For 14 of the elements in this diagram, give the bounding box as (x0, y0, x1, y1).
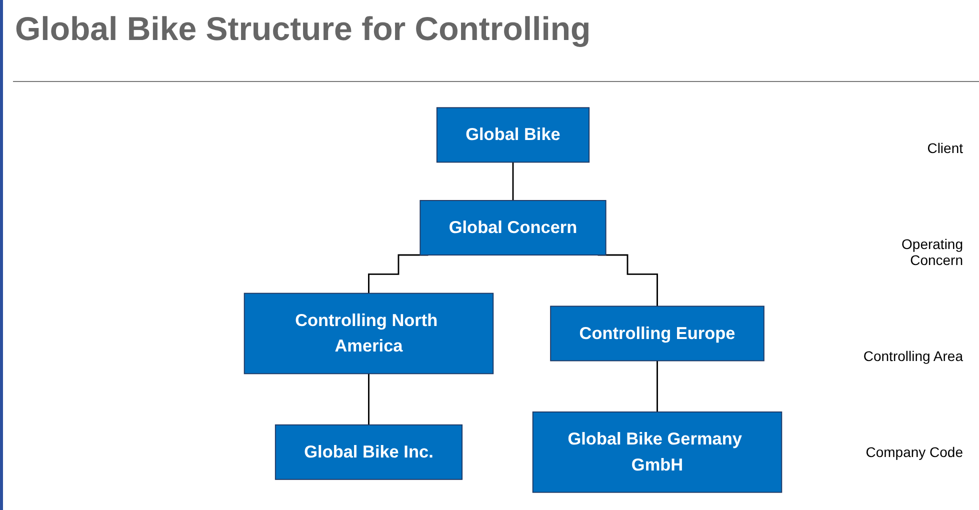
node-box: Controlling North America (244, 292, 494, 374)
node-box: Global Bike Inc. (274, 424, 463, 480)
node-box: Global Bike (436, 107, 590, 163)
connector (512, 161, 514, 202)
level-label: Client (926, 140, 963, 156)
level-label: Controlling Area (862, 348, 963, 364)
level-label: Company Code (864, 444, 963, 460)
node-box: Controlling Europe (550, 306, 764, 362)
node-box: Global Concern (420, 200, 606, 256)
connector (656, 360, 658, 413)
diagram-title: Global Bike Structure for Controlling (15, 10, 591, 48)
node-box: Global Bike Germany GmbH (532, 411, 782, 493)
level-label: Operating Concern (900, 236, 963, 268)
connector (368, 372, 370, 426)
